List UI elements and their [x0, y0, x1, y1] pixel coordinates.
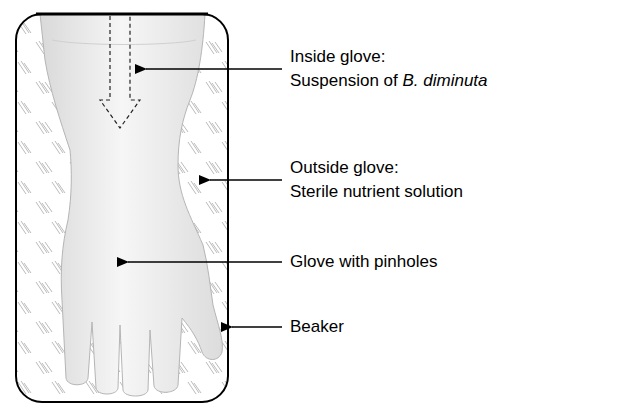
callout-label: Suspension of	[290, 71, 398, 90]
solution-hatching	[16, 14, 228, 402]
beaker-rim	[36, 13, 208, 16]
leader-line	[128, 261, 282, 263]
callout-label: Sterile nutrient solution	[290, 182, 463, 202]
callout-label: Outside glove:	[290, 158, 399, 178]
glove	[40, 14, 222, 396]
leader-line	[210, 179, 282, 181]
flow-arrow	[100, 16, 140, 128]
callout-line: Suspension of B. diminuta	[290, 71, 488, 91]
species-name: B. diminuta	[402, 71, 487, 90]
callout-label: Glove with pinholes	[290, 252, 437, 272]
callout-label: Inside glove:	[290, 47, 385, 67]
beaker	[16, 14, 228, 402]
callout-label: Beaker	[290, 317, 344, 337]
leader-line	[232, 326, 282, 328]
leader-line	[146, 68, 282, 70]
